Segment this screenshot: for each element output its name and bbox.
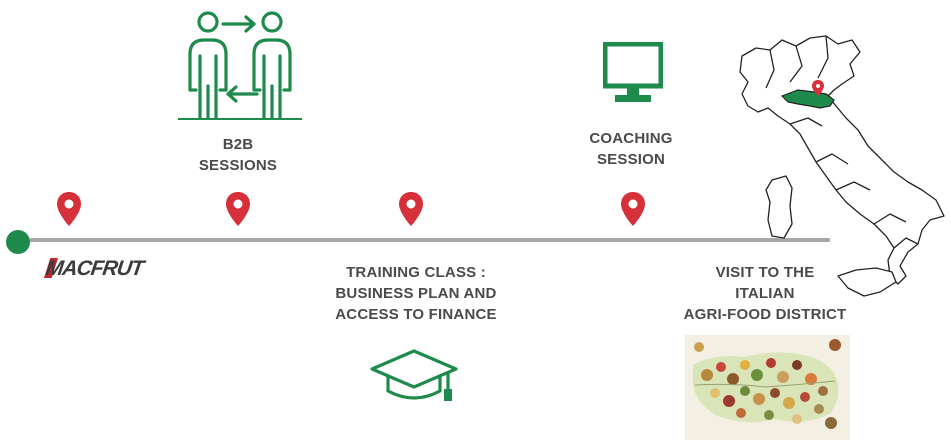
location-pin-icon	[621, 192, 645, 226]
macfrut-logo: MACFRUT	[44, 257, 145, 280]
monitor-icon	[603, 42, 663, 102]
timeline-start-dot	[6, 230, 30, 254]
location-pin-icon	[226, 192, 250, 226]
step-label-visit: VISIT TO THE ITALIAN AGRI-FOOD DISTRICT	[683, 264, 847, 323]
step-label-training: TRAINING CLASS : BUSINESS PLAN AND ACCES…	[335, 264, 497, 323]
italy-map-icon	[739, 35, 945, 297]
graduation-cap-icon	[370, 349, 458, 401]
location-pin-icon	[399, 192, 423, 226]
step-label-b2b: B2B SESSIONS	[198, 136, 278, 174]
agri-food-map-photo	[685, 335, 850, 440]
location-pin-icon	[57, 192, 81, 226]
emilia-romagna-region	[780, 89, 835, 109]
step-label-coaching: COACHING SESSION	[589, 130, 673, 168]
people-exchange-icon	[178, 11, 302, 120]
timeline-line	[30, 238, 830, 242]
